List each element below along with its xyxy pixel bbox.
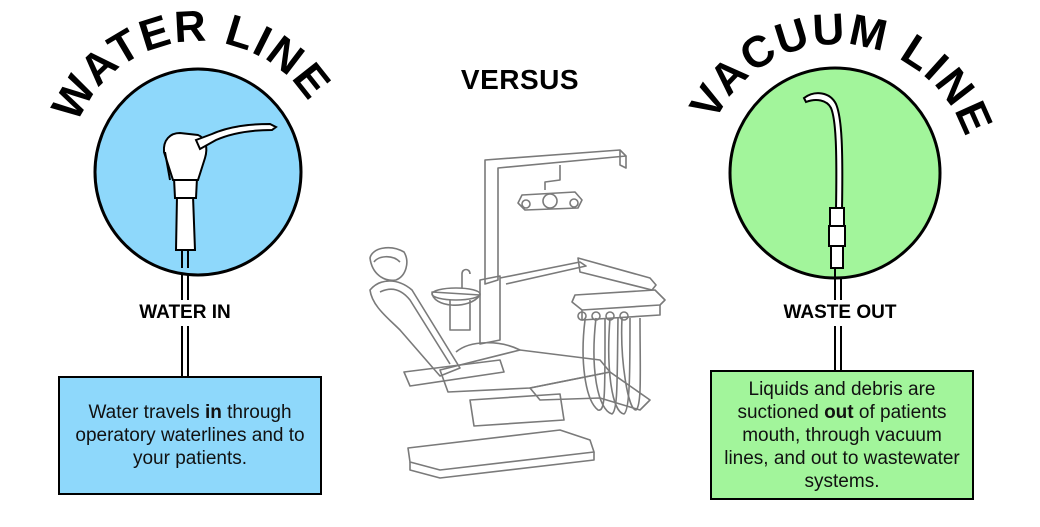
vacuum-desc-text-1: Liquids and debris are suctioned	[737, 378, 936, 423]
waste-out-label: WASTE OUT	[783, 302, 897, 323]
air-water-syringe-icon	[162, 122, 278, 268]
water-desc-text-2: through operatory waterlines and to your…	[75, 402, 305, 469]
suction-tip-icon	[802, 92, 846, 300]
vacuum-desc-text-2: of patients mouth, through vacuum lines,…	[724, 401, 960, 492]
vacuum-desc-emphasis: out	[824, 401, 854, 423]
water-desc-emphasis: in	[204, 402, 222, 423]
versus-label: VERSUS	[460, 64, 580, 95]
vacuum-line-description-box: Liquids and debris are suctioned out of …	[710, 370, 974, 500]
vacuum-line-description: Liquids and debris are suctioned out of …	[718, 378, 966, 493]
water-line-description-box: Water travels in through operatory water…	[58, 376, 322, 495]
dental-chair-illustration	[369, 149, 666, 479]
water-in-label: WATER IN	[139, 302, 231, 323]
water-desc-text-1: Water travels	[88, 402, 205, 423]
water-line-description: Water travels in through operatory water…	[68, 401, 312, 470]
